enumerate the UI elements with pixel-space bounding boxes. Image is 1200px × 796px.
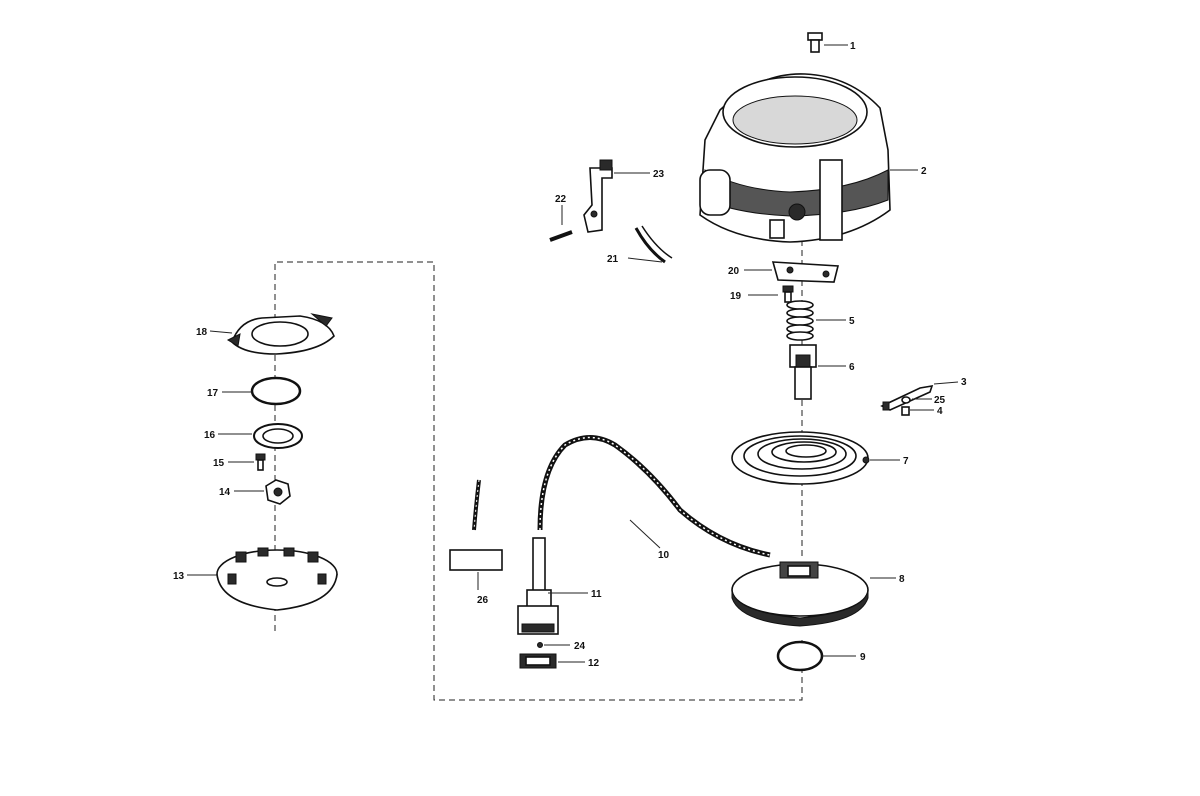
label-part-24: 24	[574, 641, 586, 652]
label-part-3: 3	[961, 377, 967, 388]
label-part-6: 6	[849, 362, 855, 373]
part-12-insert	[519, 653, 557, 669]
part-13-cup	[216, 547, 338, 611]
part-2-housing	[699, 73, 891, 243]
part-25-washer	[901, 396, 911, 404]
part-14-nut	[265, 479, 291, 505]
label-part-5: 5	[849, 316, 855, 327]
label-part-21: 21	[607, 254, 619, 265]
label-part-16: 16	[204, 430, 216, 441]
label-part-7: 7	[903, 456, 909, 467]
part-4-screw	[901, 406, 910, 416]
label-part-20: 20	[728, 266, 740, 277]
label-part-2: 2	[921, 166, 927, 177]
part-16-washer	[253, 423, 303, 449]
label-part-25: 25	[934, 395, 946, 406]
part-7-recoil-spring	[731, 431, 870, 485]
label-part-8: 8	[899, 574, 905, 585]
label-part-23: 23	[653, 169, 665, 180]
label-part-9: 9	[860, 652, 866, 663]
label-part-10: 10	[658, 550, 670, 561]
part-19-screw	[782, 285, 794, 303]
leader-lines	[187, 44, 959, 663]
label-part-14: 14	[219, 487, 231, 498]
part-22-pin	[549, 230, 573, 242]
part-21-spring-clip	[634, 225, 673, 264]
part-18-ratchet-plate	[226, 313, 335, 355]
part-6-pawl-block	[789, 344, 817, 400]
label-part-26: 26	[477, 595, 489, 606]
part-9-ring	[776, 640, 824, 672]
part-number-labels: 1 2 3 25 4 5 6 7 8 9 10 11 24 12 26 23 2…	[173, 41, 967, 669]
label-part-1: 1	[850, 41, 856, 52]
label-part-13: 13	[173, 571, 185, 582]
part-24-pin	[537, 642, 543, 648]
part-5-spring	[786, 300, 814, 341]
label-part-12: 12	[588, 658, 600, 669]
part-11-handle	[517, 537, 559, 635]
label-part-17: 17	[207, 388, 219, 399]
label-part-19: 19	[730, 291, 742, 302]
label-part-18: 18	[196, 327, 208, 338]
part-1-bolt	[807, 32, 823, 53]
assembly-dashed-line	[274, 261, 803, 701]
part-20-plate	[771, 261, 840, 283]
label-part-4: 4	[937, 406, 943, 417]
label-part-11: 11	[591, 589, 602, 600]
part-17-ring	[250, 376, 302, 406]
part-15-screw	[255, 453, 266, 471]
part-26-rope-anchor	[449, 479, 503, 590]
part-23-pawl	[583, 159, 613, 233]
part-10-rope	[537, 435, 771, 558]
label-part-22: 22	[555, 194, 567, 205]
part-8-pulley	[731, 561, 869, 627]
label-part-15: 15	[213, 458, 225, 469]
